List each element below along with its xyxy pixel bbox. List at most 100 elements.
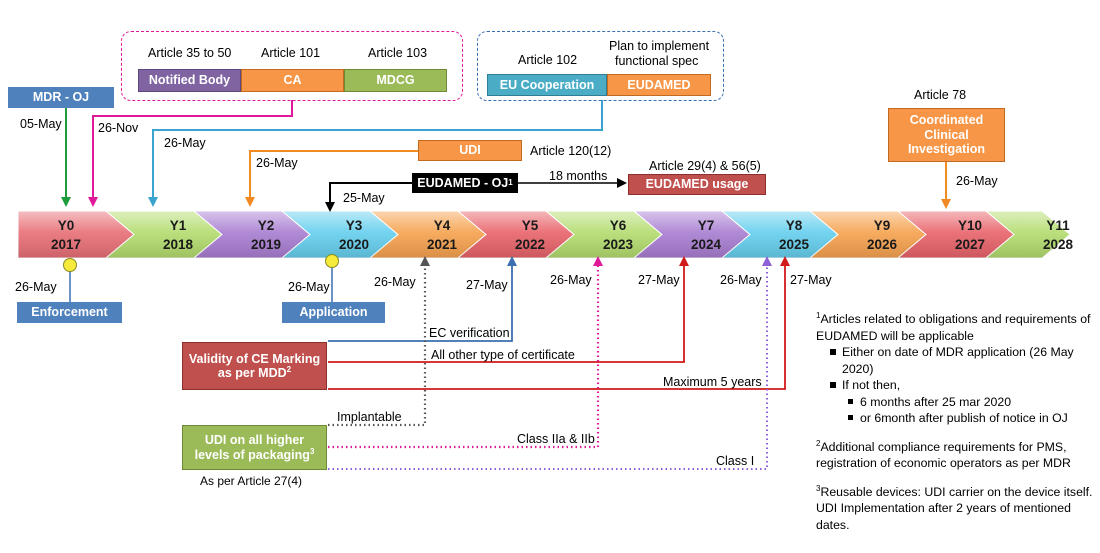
udi-levels-line1: UDI on all higher	[204, 433, 305, 448]
timeline-segment-y10: Y10 2027	[896, 210, 1015, 259]
udi-top-box: UDI	[418, 140, 522, 161]
enforcement-box: Enforcement	[17, 302, 122, 323]
as-per-article-label: As per Article 27(4)	[200, 474, 303, 488]
timeline-code-label: Y7	[698, 218, 715, 233]
article-35-50-label: Article 35 to 50	[148, 46, 232, 60]
group1-arrow	[88, 100, 293, 207]
enforcement-pin	[63, 258, 77, 272]
udi-top-date: 26-May	[256, 156, 298, 170]
mdr-oj-box: MDR - OJ	[8, 87, 114, 108]
timeline-year-label: 2028	[1043, 237, 1074, 252]
article-78-date: 26-May	[956, 174, 998, 188]
footnote-1-list: Either on date of MDR application (26 Ma…	[816, 344, 1096, 427]
timeline-year-label: 2021	[427, 237, 458, 252]
timeline-segment-y11: Y11 2028	[984, 210, 1074, 259]
ec-verification-arrow	[328, 256, 517, 342]
udi-levels-box: UDI on all higher levels of packaging3	[182, 425, 327, 470]
group2-container	[477, 31, 724, 101]
maximum-label: Maximum 5 years	[663, 375, 762, 389]
all-other-label: All other type of certificate	[431, 348, 575, 362]
notified-body-box: Notified Body	[138, 69, 241, 92]
eudamed-usage-article: Article 29(4) & 56(5)	[649, 159, 761, 173]
footnote-3: 3Reusable devices: UDI carrier on the de…	[816, 483, 1093, 532]
y5-below-date: 27-May	[466, 278, 508, 292]
article-78-label: Article 78	[914, 88, 967, 102]
timeline-chevron-shine	[194, 211, 310, 258]
timeline-code-label: Y4	[434, 218, 451, 233]
footnote-2: 2Additional compliance requirements for …	[816, 438, 1071, 470]
eighteen-months-label: 18 months	[549, 169, 608, 183]
footnote-1-bullet-2: If not then, 6 months after 25 mar 2020 …	[830, 377, 1096, 427]
article-78-line2: Clinical	[924, 127, 969, 142]
footnotes: 1Articles related to obligations and req…	[816, 311, 1096, 533]
timeline-chevron-shine	[282, 211, 398, 258]
application-box: Application	[282, 302, 385, 323]
plan-line2: functional spec	[615, 54, 699, 68]
timeline-chevron-shine	[18, 211, 134, 258]
application-pin	[325, 254, 339, 268]
eudamed-oj-arrow	[325, 182, 412, 212]
mdr-oj-date: 05-May	[20, 117, 62, 131]
class-iia-arrow	[328, 256, 603, 449]
coordinated-clinical-box: Coordinated Clinical Investigation	[888, 108, 1005, 162]
article-78-line3: Investigation	[907, 142, 986, 157]
footnote-1-sub-bullet-2: or 6month after publish of notice in OJ	[848, 410, 1096, 427]
validity-line2: as per MDD	[217, 366, 287, 380]
y8-below-date: 26-May	[720, 273, 762, 287]
timeline-chevron-shine	[458, 211, 574, 258]
timeline-chevron-shine	[106, 211, 222, 258]
timeline-chevron-shine	[370, 211, 486, 258]
timeline-code-label: Y1	[170, 218, 187, 233]
timeline-code-label: Y3	[346, 218, 363, 233]
ec-verification-label: EC verification	[429, 326, 510, 340]
timeline-chevron-shine	[986, 211, 1070, 258]
udi-top-article: Article 120(12)	[530, 144, 612, 158]
timeline-chevron-shine	[722, 211, 838, 258]
group2-date: 26-May	[164, 136, 206, 150]
timeline-code-label: Y2	[258, 218, 275, 233]
timeline-segment-y4: Y4 2021	[368, 210, 487, 259]
article-103-label: Article 103	[368, 46, 428, 60]
all-other-arrow	[328, 256, 689, 363]
timeline-chevron-shine	[810, 211, 926, 258]
timeline-code-label: Y10	[958, 218, 982, 233]
group1-container	[121, 31, 463, 101]
timeline-year-label: 2027	[955, 237, 985, 252]
timeline: Y02017Y12018Y22019Y32020Y42021Y52022Y620…	[17, 210, 1074, 259]
group1-date: 26-Nov	[98, 121, 139, 135]
application-date: 26-May	[288, 280, 330, 294]
y4-below-date: 26-May	[374, 275, 416, 289]
y8b-below-date: 27-May	[790, 273, 832, 287]
eudamed-usage-box: EUDAMED usage	[628, 174, 766, 195]
validity-sup: 2	[286, 364, 292, 374]
timeline-code-label: Y6	[610, 218, 627, 233]
eudamed-oj-date: 25-May	[343, 191, 385, 205]
class-iia-label: Class IIa & IIb	[517, 432, 595, 446]
timeline-year-label: 2019	[251, 237, 281, 252]
article-102-label: Article 102	[518, 53, 578, 67]
footnote-1-bullet-1: Either on date of MDR application (26 Ma…	[830, 344, 1096, 377]
timeline-year-label: 2022	[515, 237, 545, 252]
udi-levels-sup: 3	[309, 446, 315, 456]
article-101-label: Article 101	[261, 46, 321, 60]
y6-below-date: 26-May	[550, 273, 592, 287]
udi-levels-line2: levels of packaging	[194, 447, 310, 462]
timeline-year-label: 2025	[779, 237, 810, 252]
maximum-arrow	[328, 256, 790, 390]
timeline-code-label: Y11	[1046, 218, 1070, 233]
implantable-label: Implantable	[337, 410, 402, 424]
timeline-chevron-shine	[546, 211, 662, 258]
timeline-year-label: 2026	[867, 237, 898, 252]
validity-box: Validity of CE Marking as per MDD2	[182, 342, 327, 390]
implantable-arrow	[328, 256, 430, 427]
footnote-1-sub-bullet-1: 6 months after 25 mar 2020	[848, 394, 1096, 411]
footnote-1: 1Articles related to obligations and req…	[816, 310, 1091, 343]
udi-top-arrow	[245, 150, 418, 207]
